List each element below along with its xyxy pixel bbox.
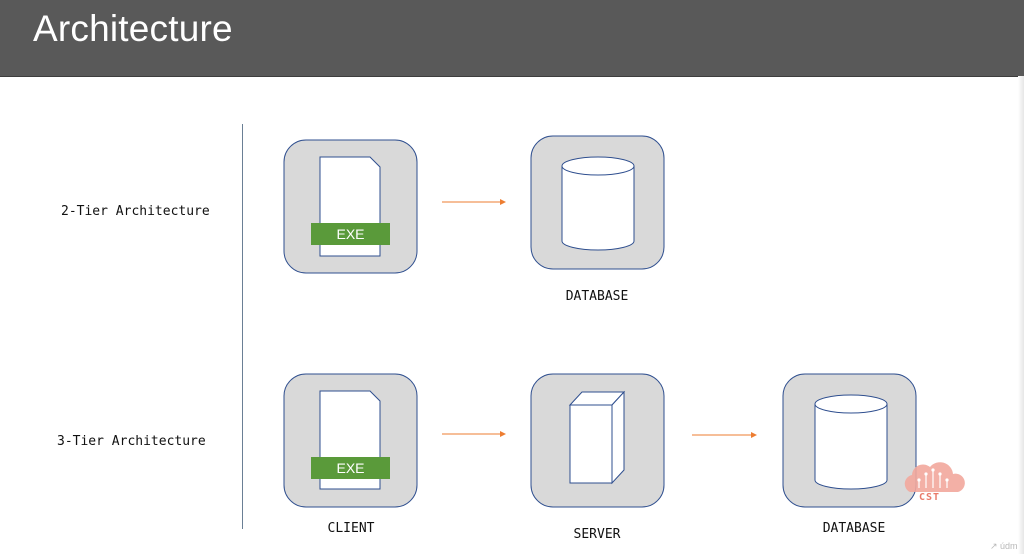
exe-badge — [311, 457, 390, 479]
label-3tier-database: DATABASE — [822, 521, 886, 536]
exe-badge-text: EXE — [336, 460, 364, 476]
database-icon — [561, 156, 635, 251]
cloud-logo-icon — [904, 462, 965, 492]
logo-text: CST — [919, 492, 941, 503]
exe-badge — [311, 223, 390, 245]
slide-edge — [1018, 76, 1024, 554]
label-3tier-server: SERVER — [573, 527, 621, 542]
page-title: Architecture — [33, 8, 233, 49]
vertical-divider — [242, 124, 243, 529]
two-tier-database-node — [530, 135, 665, 270]
three-tier-server-node — [530, 373, 665, 508]
database-icon — [814, 394, 888, 490]
two-tier-client-node: EXE — [283, 139, 418, 274]
watermark: ↗ údm — [990, 541, 1018, 551]
label-3tier-client: CLIENT — [327, 521, 375, 536]
row-label-3-tier: 3-Tier Architecture — [57, 434, 206, 449]
server-icon — [568, 390, 626, 485]
row-label-2-tier: 2-Tier Architecture — [61, 204, 210, 219]
three-tier-database-node — [782, 373, 917, 508]
title-bar: Architecture — [0, 0, 1024, 77]
three-tier-client-node: EXE — [283, 373, 418, 508]
exe-badge-text: EXE — [336, 226, 364, 242]
label-2tier-database: DATABASE — [565, 289, 629, 304]
